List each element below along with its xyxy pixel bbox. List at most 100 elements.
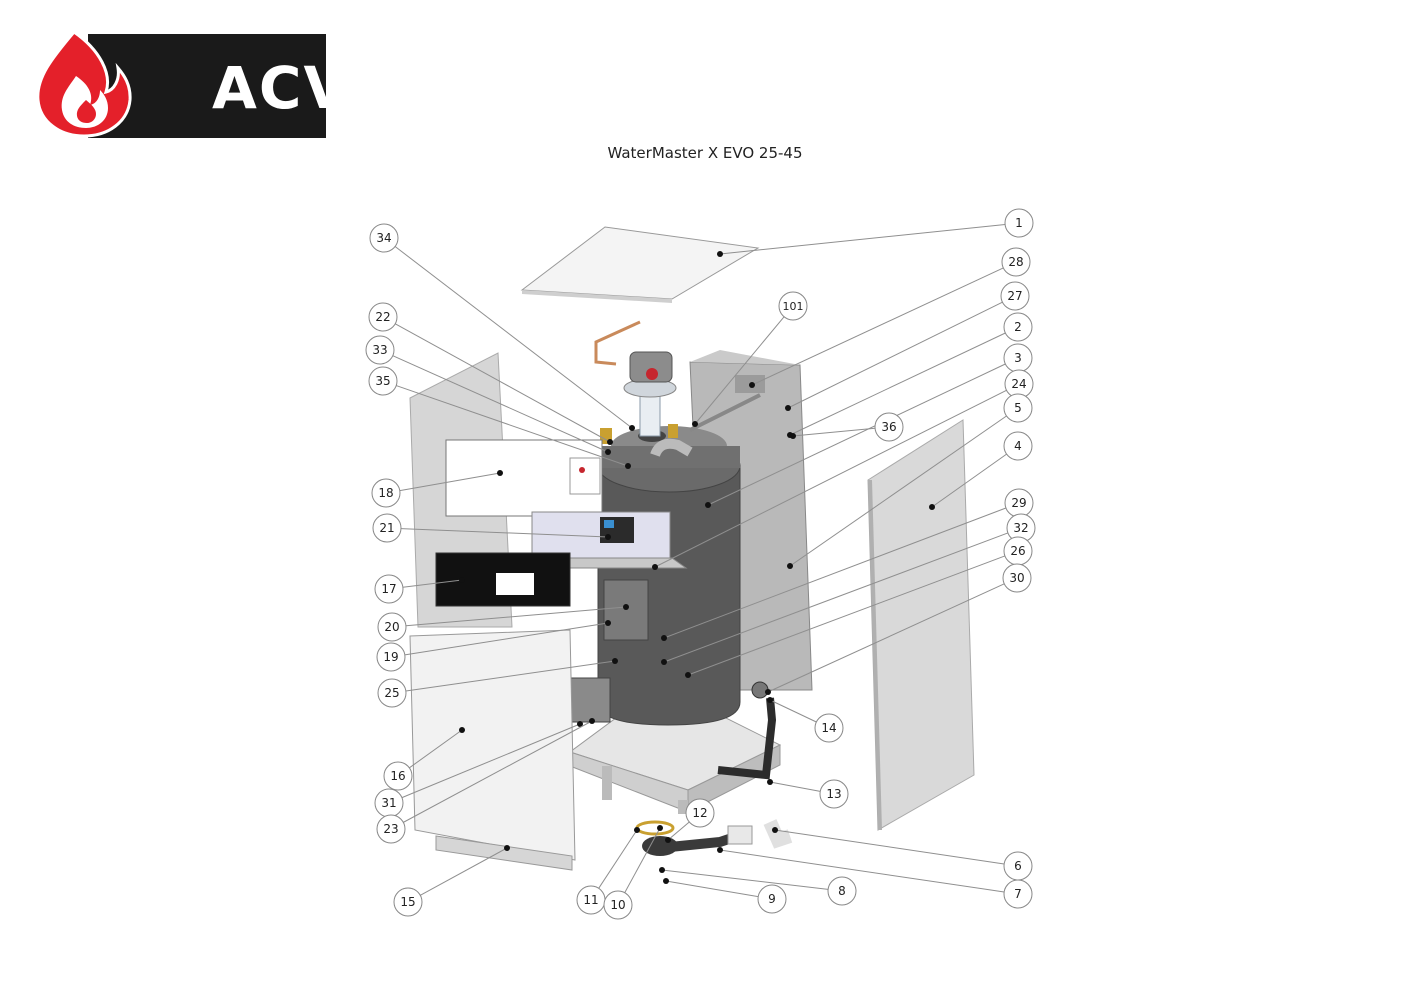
- leader-line-20: [405, 606, 627, 627]
- target-dot-6: [772, 827, 778, 833]
- callout-31: 31: [374, 788, 404, 818]
- callout-circle-19: [376, 642, 406, 672]
- callout-circle-6: [1003, 851, 1033, 881]
- diagram-title: WaterMaster X EVO 25-45: [607, 144, 803, 162]
- callout-23: 23: [376, 814, 406, 844]
- callout-3: 3: [1003, 343, 1033, 373]
- callout-number-16: 16: [390, 769, 405, 783]
- base-leg-left: [602, 766, 612, 800]
- callout-number-4: 4: [1014, 439, 1022, 453]
- target-dot-14: [767, 697, 773, 703]
- target-dot-29: [661, 635, 667, 641]
- callout-number-30: 30: [1009, 571, 1024, 585]
- callout-circle-17: [374, 574, 404, 604]
- target-dot-30: [765, 689, 771, 695]
- leader-line-21: [400, 528, 609, 538]
- target-dot-33: [605, 449, 611, 455]
- callout-number-32: 32: [1013, 521, 1028, 535]
- callout-101: 101: [778, 291, 808, 321]
- callout-circle-12: [685, 798, 715, 828]
- callout-circle-33: [365, 335, 395, 365]
- callout-number-31: 31: [381, 796, 396, 810]
- target-dot-11: [634, 827, 640, 833]
- target-dot-15: [504, 845, 510, 851]
- callout-number-17: 17: [381, 582, 396, 596]
- callout-number-36: 36: [881, 420, 896, 434]
- callout-number-6: 6: [1014, 859, 1022, 873]
- callout-30: 30: [1002, 563, 1032, 593]
- target-dot-101: [692, 421, 698, 427]
- callout-20: 20: [377, 612, 407, 642]
- acv-logo: ACV: [34, 30, 348, 138]
- callout-number-27: 27: [1007, 289, 1022, 303]
- callout-number-3: 3: [1014, 351, 1022, 365]
- target-dot-4: [929, 504, 935, 510]
- rear-panel-top: [690, 350, 800, 365]
- leader-line-24: [654, 389, 1007, 568]
- callout-number-101: 101: [783, 300, 804, 313]
- pump-unit: [751, 681, 769, 699]
- target-dot-22: [607, 439, 613, 445]
- callout-21: 21: [372, 513, 402, 543]
- leader-line-14: [769, 699, 817, 723]
- target-dot-35: [625, 463, 631, 469]
- callout-18: 18: [371, 478, 401, 508]
- callout-17: 17: [374, 574, 404, 604]
- leader-line-10: [624, 827, 661, 893]
- callout-number-15: 15: [400, 895, 415, 909]
- callout-number-12: 12: [692, 806, 707, 820]
- leader-line-2: [789, 332, 1006, 436]
- leader-line-3: [707, 363, 1006, 506]
- callout-12: 12: [685, 798, 715, 828]
- drain-valve-block: [567, 677, 611, 723]
- leader-line-7: [719, 849, 1005, 893]
- target-dot-5: [787, 563, 793, 569]
- leader-line-101: [694, 316, 785, 425]
- callout-number-1: 1: [1015, 216, 1023, 230]
- callout-circle-30: [1002, 563, 1032, 593]
- target-dot-16: [459, 727, 465, 733]
- leader-line-25: [405, 660, 616, 692]
- leader-line-16: [409, 729, 463, 769]
- leader-line-33: [392, 355, 609, 453]
- callout-6: 6: [1003, 851, 1033, 881]
- callout-labels: 1282723245429322630361013422333518211720…: [365, 208, 1036, 920]
- leader-line-9: [665, 880, 759, 898]
- callout-13: 13: [819, 779, 849, 809]
- callout-circle-36: [874, 412, 904, 442]
- callout-36: 36: [874, 412, 904, 442]
- callout-27: 27: [1000, 281, 1030, 311]
- callout-circle-34: [369, 223, 399, 253]
- leader-line-4: [931, 453, 1007, 508]
- flame-icon: [36, 30, 132, 138]
- target-dot-13: [767, 779, 773, 785]
- callout-34: 34: [369, 223, 399, 253]
- callout-number-8: 8: [838, 884, 846, 898]
- callout-11: 11: [576, 885, 606, 915]
- target-dot-21: [605, 534, 611, 540]
- leader-lines: [392, 223, 1009, 898]
- leader-line-29: [663, 507, 1007, 639]
- callout-24: 24: [1004, 369, 1034, 399]
- outlet-coupling: [727, 825, 753, 845]
- target-dot-25: [612, 658, 618, 664]
- callout-number-18: 18: [378, 486, 393, 500]
- leader-line-5: [789, 415, 1007, 567]
- callout-number-20: 20: [384, 620, 399, 634]
- callout-circle-1: [1004, 208, 1034, 238]
- right-side-panel: [867, 419, 975, 831]
- target-dot-26: [685, 672, 691, 678]
- connection-pipe: [717, 697, 777, 780]
- logo-text: ACV: [212, 54, 351, 122]
- callout-22: 22: [368, 302, 398, 332]
- leader-line-34: [394, 246, 633, 429]
- callout-circle-9: [757, 884, 787, 914]
- callout-circle-13: [819, 779, 849, 809]
- target-dot-23: [589, 718, 595, 724]
- callout-25: 25: [377, 678, 407, 708]
- brass-fitting-right: [668, 424, 678, 438]
- callout-32: 32: [1006, 513, 1036, 543]
- target-dot-3: [705, 502, 711, 508]
- callout-15: 15: [393, 887, 423, 917]
